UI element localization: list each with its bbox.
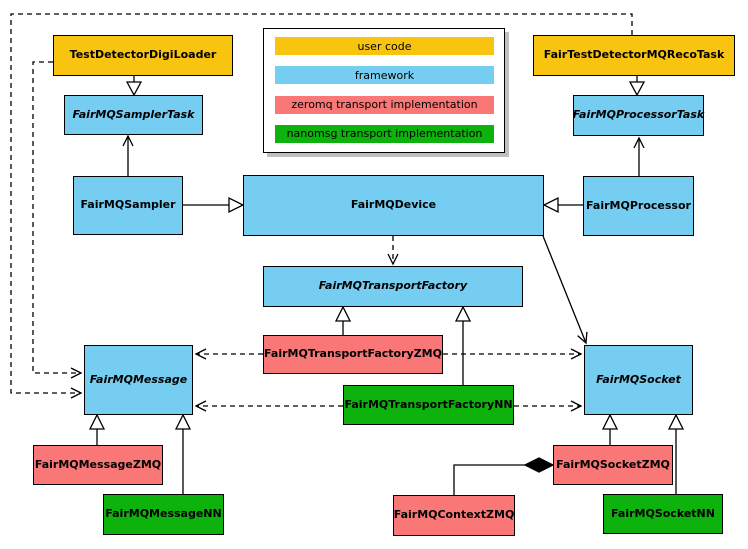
association-device-socket	[542, 235, 588, 345]
legend-item-zeromq: zeromq transport implementation	[275, 95, 494, 114]
class-box-fairmqmessagenn: FairMQMessageNN	[103, 494, 224, 535]
class-box-fairmqtransportfactory: FairMQTransportFactory	[263, 266, 523, 307]
class-box-fairmqcontextzmq: FairMQContextZMQ	[393, 495, 515, 536]
class-box-fairmqprocessor: FairMQProcessor	[583, 176, 694, 236]
legend-item-user-code: user code	[275, 37, 494, 55]
legend-item-framework: framework	[275, 66, 494, 85]
dependency-recotask-to-message	[10, 13, 633, 399]
class-box-fairmqmessagezmq: FairMQMessageZMQ	[33, 445, 163, 485]
inheritance-processor-device	[542, 196, 583, 214]
inheritance-recotask-processortask	[628, 76, 646, 97]
dependency-digiloader-to-message	[32, 61, 83, 379]
class-box-fairmqdevice: FairMQDevice	[243, 175, 544, 236]
inheritance-socketnn-socket	[667, 413, 685, 494]
inheritance-socketzmq-socket	[601, 413, 619, 445]
class-box-testdetectordigiloader: TestDetectorDigiLoader	[53, 35, 233, 76]
inheritance-transportfactorynn-transportfactory	[454, 305, 472, 385]
inheritance-sampler-device	[183, 196, 245, 214]
class-box-fairmqtransportfactorynn: FairMQTransportFactoryNN	[343, 385, 514, 425]
inheritance-digiloader-samplertask	[125, 76, 143, 97]
inheritance-messagenn-message	[174, 413, 192, 494]
class-box-fairmqsocketzmq: FairMQSocketZMQ	[553, 445, 673, 485]
class-box-fairmqmessage: FairMQMessage	[84, 345, 193, 415]
class-box-fairmqprocessortask: FairMQProcessorTask	[573, 95, 704, 136]
inheritance-transportfactoryzmq-transportfactory	[334, 305, 352, 335]
class-box-fairmqsocketnn: FairMQSocketNN	[603, 494, 723, 534]
legend: user code framework zeromq transport imp…	[263, 28, 505, 153]
class-box-fairtestdetectormqrecotask: FairTestDetectorMQRecoTask	[533, 35, 735, 76]
class-box-fairmqsocket: FairMQSocket	[584, 345, 693, 415]
class-box-fairmqsamplertask: FairMQSamplerTask	[64, 95, 203, 135]
class-box-fairmqsampler: FairMQSampler	[73, 176, 183, 235]
composition-contextzmq-socketzmq	[453, 457, 555, 495]
class-box-fairmqtransportfactoryzmq: FairMQTransportFactoryZMQ	[263, 335, 443, 374]
legend-item-nanomsg: nanomsg transport implementation	[275, 124, 494, 143]
inheritance-messagezmq-message	[88, 413, 106, 445]
